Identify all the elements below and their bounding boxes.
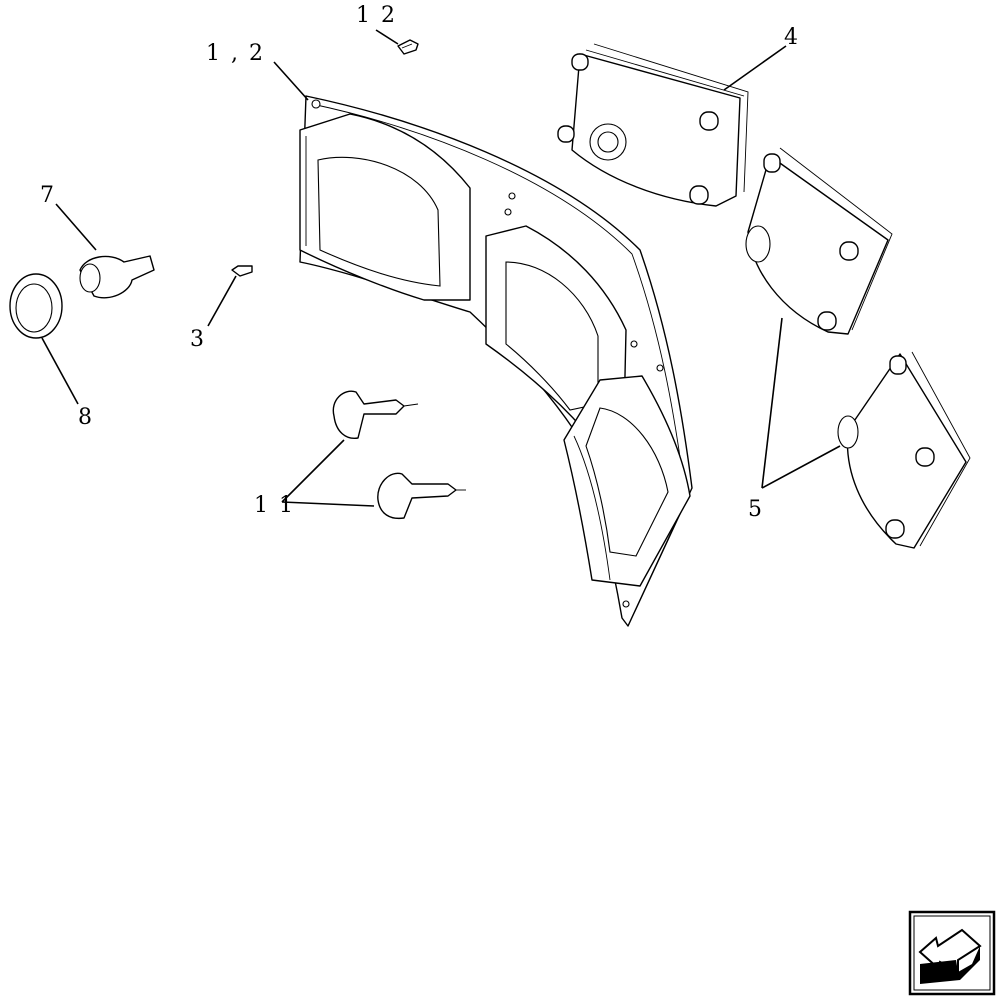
bulb-11-upper — [332, 390, 419, 439]
screw-3 — [231, 265, 253, 277]
callout-5: 5 — [748, 497, 764, 522]
lamp-unit-5-lower — [837, 351, 971, 549]
leader-lines — [41, 29, 841, 507]
lamp-unit-5-upper — [745, 147, 893, 335]
callout-7: 7 — [40, 183, 56, 208]
bulb-11-lower — [377, 472, 466, 520]
screw-12 — [397, 39, 419, 55]
callout-11: 1 1 — [254, 493, 295, 518]
callout-1-2: 1 , 2 — [206, 41, 265, 66]
callout-4: 4 — [784, 25, 800, 50]
seal-ring-8 — [9, 273, 63, 339]
lamp-unit-4 — [557, 43, 749, 207]
callout-8: 8 — [78, 405, 94, 430]
next-page-arrow-icon[interactable] — [908, 910, 996, 996]
socket-7 — [79, 255, 155, 299]
callout-3: 3 — [190, 327, 206, 352]
lamp-housing-panel — [299, 95, 693, 627]
callout-12: 1 2 — [356, 3, 397, 28]
